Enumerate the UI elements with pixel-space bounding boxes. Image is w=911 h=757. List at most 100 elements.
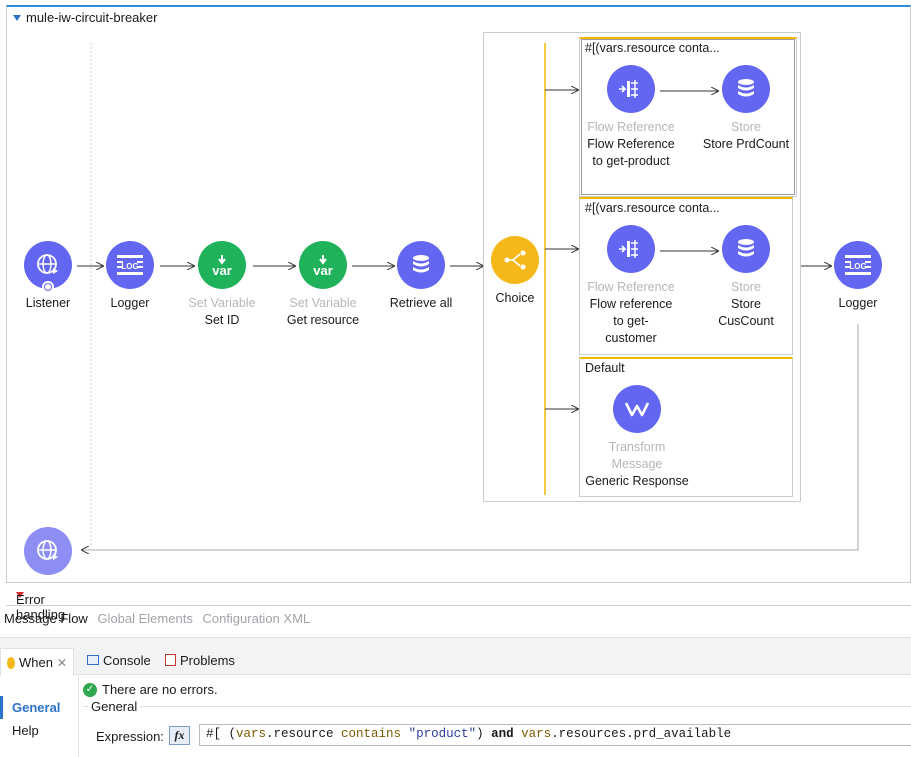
var-icon: var [299,241,347,289]
fx-button[interactable]: fx [169,726,190,745]
node-name: Logger [110,296,150,310]
listener-response-node[interactable] [0,527,103,575]
tab-problems[interactable]: Problems [165,646,235,674]
expression-token: .resources.prd_available [551,727,732,741]
expression-token: ) [476,727,492,741]
store-cuscount[interactable]: Store Store CusCount [691,225,801,330]
console-icon [87,655,99,665]
store-prdcount[interactable]: Store Store PrdCount [691,65,801,153]
route-when-product[interactable]: #[(vars.resource conta... Flow Reference… [579,37,797,197]
collapse-arrow-icon[interactable] [16,592,24,598]
route-connector [660,199,794,357]
sidebar-item-help[interactable]: Help [12,723,39,738]
collapse-arrow-icon[interactable] [13,15,21,21]
expression-token [514,727,522,741]
log-icon: LOG [106,241,154,289]
close-icon[interactable]: ✕ [56,655,67,670]
node-name: Get resource [286,313,360,327]
node-name: Logger [838,296,878,310]
node-name: Listener [25,296,71,310]
tab-when[interactable]: When ✕ [0,648,74,676]
tab-configuration-xml[interactable]: Configuration XML [202,611,311,626]
route-condition: #[(vars.resource conta... [585,41,720,55]
flow-connectors [77,43,859,585]
tab-console[interactable]: Console [87,646,151,674]
general-group: General Expression: fx #[ (vars.resource… [83,699,911,757]
group-label: General [88,699,141,714]
tab-global-elements[interactable]: Global Elements [97,611,193,626]
expression-token: vars [236,727,267,741]
database-icon [722,225,770,273]
transform-icon [613,385,661,433]
route-condition: #[(vars.resource conta... [585,201,720,215]
node-type: Flow Reference [587,120,675,134]
status-text: There are no errors. [102,682,218,697]
expression-input[interactable]: #[ (vars.resource contains "product") an… [199,724,911,746]
node-name: Choice [495,291,535,305]
node-type: Store [731,280,761,294]
svg-text:LOG: LOG [121,262,138,271]
node-type: Transform Message [608,440,666,471]
database-icon [397,241,445,289]
route-condition: Default [585,361,625,375]
flow-canvas[interactable]: mule-iw-circuit-breaker Listener LOG Log… [6,5,911,583]
error-handling-section[interactable]: Error handling [6,584,911,622]
tab-when-label: When [18,655,53,670]
choice-router[interactable]: Choice #[(vars.resource conta... Flow Re… [483,32,801,502]
transform-message-node[interactable]: Transform Message Generic Response [582,385,692,490]
globe-icon [24,527,72,575]
var-icon: var [198,241,246,289]
node-name: Flow Reference to get-product [587,137,675,168]
choice-node[interactable]: Choice [460,236,570,307]
expression-token: "product" [408,727,477,741]
status-message: ✓ There are no errors. [83,682,218,697]
node-name: Flow reference to get- customer [589,297,673,345]
properties-content: ✓ There are no errors. General Expressio… [78,676,911,757]
branch-icon [491,236,539,284]
node-name: Retrieve all [389,296,453,310]
node-name: Store CusCount [718,297,774,328]
node-type: Set Variable [188,296,256,310]
flow-reference-customer[interactable]: Flow Reference Flow reference to get- cu… [576,225,686,347]
flow-ref-icon [607,225,655,273]
flow-ref-icon [607,65,655,113]
set-id-node[interactable]: var Set Variable Set ID [167,241,277,329]
node-type: Flow Reference [587,280,675,294]
logger-node[interactable]: LOG Logger [75,241,185,312]
sidebar-item-general[interactable]: General [0,696,72,719]
node-name: Store PrdCount [702,137,790,151]
globe-icon [24,241,72,293]
route-default[interactable]: Default Transform Message Generic Respon… [579,357,793,497]
properties-sidebar: General Help [0,696,72,757]
svg-text:LOG: LOG [849,262,866,271]
editor-tabs: Message Flow Global Elements Configurati… [4,611,316,626]
expression-token: and [491,727,514,741]
problems-icon [165,654,176,666]
warning-icon [7,656,15,669]
node-type: Set Variable [289,296,357,310]
database-icon [722,65,770,113]
flow-title-label: mule-iw-circuit-breaker [26,10,158,25]
expression-token: .resource [266,727,342,741]
tab-message-flow[interactable]: Message Flow [4,611,88,626]
flow-reference-product[interactable]: Flow Reference Flow Reference to get-pro… [576,65,686,170]
expression-token: contains [341,727,402,741]
get-resource-node[interactable]: var Set Variable Get resource [268,241,378,329]
expression-label: Expression: [96,729,164,744]
flow-title[interactable]: mule-iw-circuit-breaker [13,10,157,25]
tab-console-label: Console [103,652,151,668]
sync-icon [42,281,54,293]
expression-token: #[ ( [206,727,237,741]
log-icon: LOG [834,241,882,289]
node-name: Set ID [204,313,240,327]
node-type: Store [731,120,761,134]
listener-node[interactable]: Listener [0,241,103,312]
retrieve-all-node[interactable]: Retrieve all [366,241,476,312]
tab-problems-label: Problems [180,652,235,668]
expression-token [401,727,409,741]
choice-connectors [544,43,802,495]
logger-node-end[interactable]: LOG Logger [803,241,911,312]
check-icon: ✓ [83,682,97,697]
route-when-customer[interactable]: #[(vars.resource conta... Flow Reference… [579,197,793,355]
error-handling-label: Error handling [16,592,66,622]
